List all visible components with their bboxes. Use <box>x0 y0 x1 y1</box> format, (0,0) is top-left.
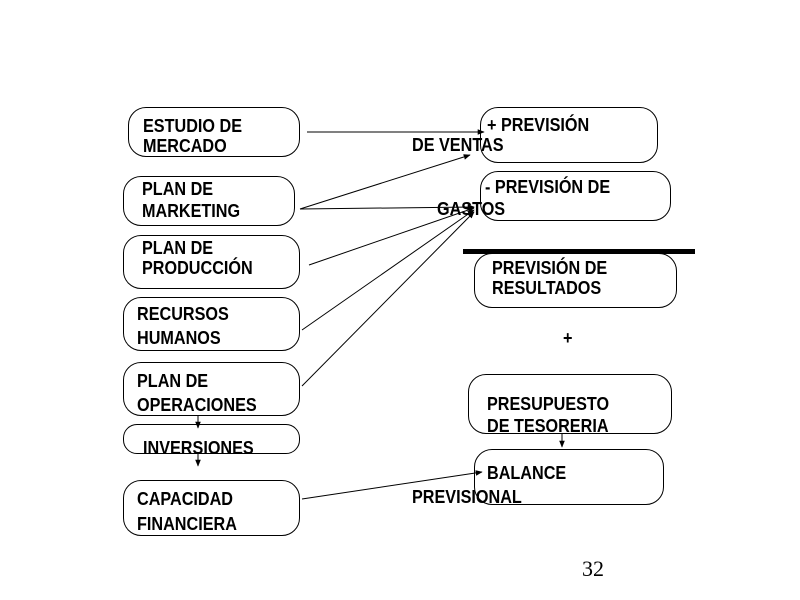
recursos-humanos-box <box>123 297 300 351</box>
page-number: 32 <box>582 556 604 581</box>
balance-label: BALANCE <box>487 463 567 483</box>
plan-produccion-box <box>123 235 300 289</box>
prevision-resultados-box <box>474 253 677 308</box>
plan-marketing-label: PLAN DE MARKETING <box>142 179 241 221</box>
prevision-ventas-label-line2: DE VENTAS <box>412 135 504 155</box>
recursos-humanos-label: RECURSOS HUMANOS <box>137 304 229 348</box>
plan-produccion-label: PLAN DE PRODUCCIÓN <box>142 238 253 278</box>
presupuesto-tesoreria-label: PRESUPUESTO DE TESORERIA <box>487 394 610 436</box>
subtotal-divider-line <box>463 249 695 254</box>
balance-label-line2: PREVISIONAL <box>412 487 522 507</box>
capacidad-financiera-box <box>123 480 300 536</box>
arrow-rrhh-to-gastos <box>301 209 475 331</box>
prevision-gastos-label: - PREVISIÓN DE <box>485 177 611 197</box>
plan-operaciones-label: PLAN DE OPERACIONES <box>137 371 257 415</box>
estudio-mercado-box <box>128 107 300 157</box>
prevision-ventas-label: + PREVISIÓN <box>487 115 590 135</box>
plan-marketing-box <box>123 176 295 226</box>
prevision-gastos-box <box>480 171 671 221</box>
inversiones-label: INVERSIONES <box>143 438 254 458</box>
plan-operaciones-box <box>123 362 300 416</box>
plus-sign: + <box>563 328 573 348</box>
prevision-ventas-box <box>480 107 658 163</box>
estudio-mercado-label: ESTUDIO DE MERCADO <box>143 116 243 156</box>
inversiones-box <box>123 424 300 454</box>
balance-box <box>474 449 664 505</box>
prevision-resultados-label: PREVISIÓN DE RESULTADOS <box>492 258 608 298</box>
presupuesto-tesoreria-box <box>468 374 672 434</box>
arrow-operaciones-to-gastos <box>301 211 475 387</box>
prevision-gastos-label-line2: GASTOS <box>437 199 506 219</box>
capacidad-financiera-label: CAPACIDAD FINANCIERA <box>137 489 237 534</box>
